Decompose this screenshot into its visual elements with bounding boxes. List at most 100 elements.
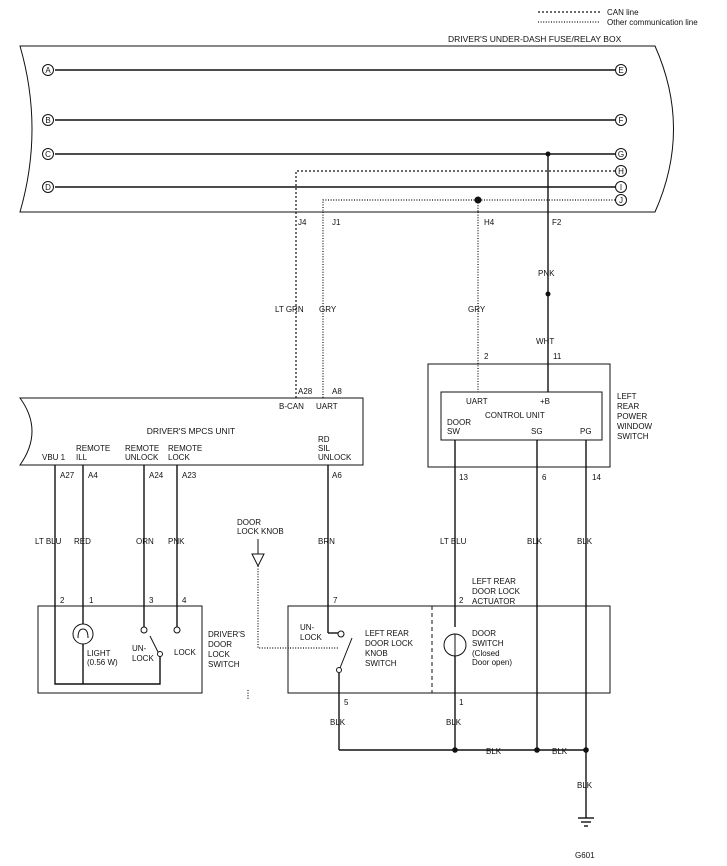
terminal-j-label: J bbox=[619, 196, 623, 205]
terminal-h-circle bbox=[615, 165, 627, 177]
knob-switch-actuator-outline bbox=[287, 605, 611, 694]
wire-label-blk-bus-a: BLK bbox=[486, 747, 502, 756]
ground-label-g601: G601 bbox=[575, 851, 595, 860]
mpcs-remote-unlock-line1: REMOTE bbox=[125, 444, 159, 453]
wire-label-pnk-left: PNK bbox=[168, 537, 185, 546]
window-switch-title-4: WINDOW bbox=[617, 422, 653, 431]
terminal-b-circle bbox=[42, 114, 54, 126]
knob-switch-title-2: DOOR LOCK bbox=[365, 639, 414, 648]
light-filament-icon bbox=[77, 628, 89, 639]
control-unit-door-label: DOOR bbox=[447, 418, 471, 427]
terminal-i-circle bbox=[615, 181, 627, 193]
terminal-e-label: E bbox=[618, 66, 623, 75]
knob-switch-title-1: LEFT REAR bbox=[365, 629, 409, 638]
terminal-f-circle bbox=[615, 114, 627, 126]
door-switch-label-4: Door open) bbox=[472, 658, 512, 667]
mpcs-pin-a23: A23 bbox=[182, 471, 197, 480]
wire-label-orn: ORN bbox=[136, 537, 154, 546]
actuator-title-1: LEFT REAR bbox=[472, 577, 516, 586]
window-switch-pin-6: 6 bbox=[542, 473, 547, 482]
window-switch-pin-11: 11 bbox=[553, 352, 562, 361]
light-label: LIGHT bbox=[87, 649, 111, 658]
mpcs-vbu-label: VBU 1 bbox=[42, 453, 66, 462]
terminal-f-label: F bbox=[619, 116, 624, 125]
terminal-g-label: G bbox=[618, 150, 624, 159]
mpcs-remote-lock-line1: REMOTE bbox=[168, 444, 202, 453]
light-rating-label: (0.56 W) bbox=[87, 658, 118, 667]
door-lock-switch-common-wire bbox=[54, 606, 161, 685]
door-lock-knob-line2: LOCK KNOB bbox=[237, 527, 284, 536]
mpcs-pin-a24: A24 bbox=[149, 471, 164, 480]
window-switch-pin-13: 13 bbox=[459, 473, 468, 482]
wire-label-gry-a: GRY bbox=[319, 305, 337, 314]
ground-splice-1 bbox=[452, 747, 458, 753]
ground-splice-2 bbox=[534, 747, 540, 753]
fuse-relay-box: DRIVER'S UNDER-DASH FUSE/RELAY BOX A B C… bbox=[19, 34, 674, 227]
mpcs-remote-ill-line1: REMOTE bbox=[76, 444, 110, 453]
mpcs-pin-a27: A27 bbox=[60, 471, 75, 480]
pin-h4: H4 bbox=[484, 218, 495, 227]
legend-can-line-label: CAN line bbox=[607, 8, 639, 17]
door-lock-switch-title-1: DRIVER'S bbox=[208, 630, 245, 639]
switch-unlock-line1: UN- bbox=[132, 644, 147, 653]
control-unit-uart-label: UART bbox=[466, 397, 488, 406]
left-rear-power-window-switch: 2 11 UART +B CONTROL UNIT DOOR SW SG PG … bbox=[427, 352, 653, 818]
knob-switch-contact-icon bbox=[337, 630, 345, 638]
mpcs-label-bcan: B-CAN bbox=[279, 402, 304, 411]
mpcs-title: DRIVER'S MPCS UNIT bbox=[147, 426, 236, 436]
window-switch-title-2: REAR bbox=[617, 402, 639, 411]
pin-j1: J1 bbox=[332, 218, 341, 227]
door-lock-knob-line1: DOOR bbox=[237, 518, 261, 527]
mpcs-outline bbox=[19, 397, 364, 466]
switch-lock-label: LOCK bbox=[174, 648, 196, 657]
mpcs-pin-a28: A28 bbox=[298, 387, 313, 396]
terminal-a-circle bbox=[42, 64, 54, 76]
legend: CAN line Other communication line bbox=[538, 8, 698, 27]
terminal-e-circle bbox=[615, 64, 627, 76]
terminal-h-label: H bbox=[618, 167, 624, 176]
control-unit-title: CONTROL UNIT bbox=[485, 411, 545, 420]
control-unit-sg-label: SG bbox=[531, 427, 543, 436]
mpcs-label-uart: UART bbox=[316, 402, 338, 411]
window-switch-outline bbox=[427, 363, 611, 468]
knob-switch-unlock-line1: UN- bbox=[300, 623, 315, 632]
uart-line-j bbox=[322, 199, 615, 212]
door-lock-switch-pin-1: 1 bbox=[89, 596, 94, 605]
door-lock-switch-title-2: DOOR bbox=[208, 640, 232, 649]
terminal-c-circle bbox=[42, 148, 54, 160]
switch-pivot-icon bbox=[157, 651, 163, 657]
wire-label-brn: BRN bbox=[318, 537, 335, 546]
mpcs-pin-a4: A4 bbox=[88, 471, 98, 480]
knob-linkage-left bbox=[257, 566, 290, 649]
mpcs-lower-harness: LT BLU RED ORN PNK BRN bbox=[35, 465, 335, 606]
mpcs-sil-label: SIL bbox=[318, 444, 331, 453]
control-unit-pg-label: PG bbox=[580, 427, 592, 436]
actuator-title-2: DOOR LOCK bbox=[472, 587, 521, 596]
door-switch-label-1: DOOR bbox=[472, 629, 496, 638]
wire-label-blk-sg: BLK bbox=[527, 537, 543, 546]
pin-j4: J4 bbox=[298, 218, 307, 227]
unlock-contact-icon bbox=[140, 626, 148, 634]
lock-contact-icon bbox=[173, 626, 181, 634]
door-lock-knob-icon bbox=[251, 539, 265, 568]
color-change-dot bbox=[545, 291, 551, 297]
wire-label-blk-1: BLK bbox=[446, 718, 462, 727]
wire-label-gry-b: GRY bbox=[468, 305, 486, 314]
actuator-pin-2: 2 bbox=[459, 596, 464, 605]
terminal-g-circle bbox=[615, 148, 627, 160]
pin-f2: F2 bbox=[552, 218, 562, 227]
door-lock-switch-pin-4: 4 bbox=[182, 596, 187, 605]
knob-switch-title-3: KNOB bbox=[365, 649, 388, 658]
terminal-d-circle bbox=[42, 181, 54, 193]
ground-splice-3 bbox=[583, 747, 589, 753]
splice-dot-j bbox=[474, 196, 482, 204]
door-lock-switch-title-3: LOCK bbox=[208, 650, 230, 659]
wire-label-lt-grn: LT GRN bbox=[275, 305, 304, 314]
window-switch-title-1: LEFT bbox=[617, 392, 637, 401]
wire-label-blk-ground: BLK bbox=[577, 781, 593, 790]
window-switch-pin-2: 2 bbox=[484, 352, 489, 361]
terminal-c-label: C bbox=[45, 150, 51, 159]
control-unit-box bbox=[440, 391, 603, 441]
mpcs-remote-ill-line2: ILL bbox=[76, 453, 88, 462]
